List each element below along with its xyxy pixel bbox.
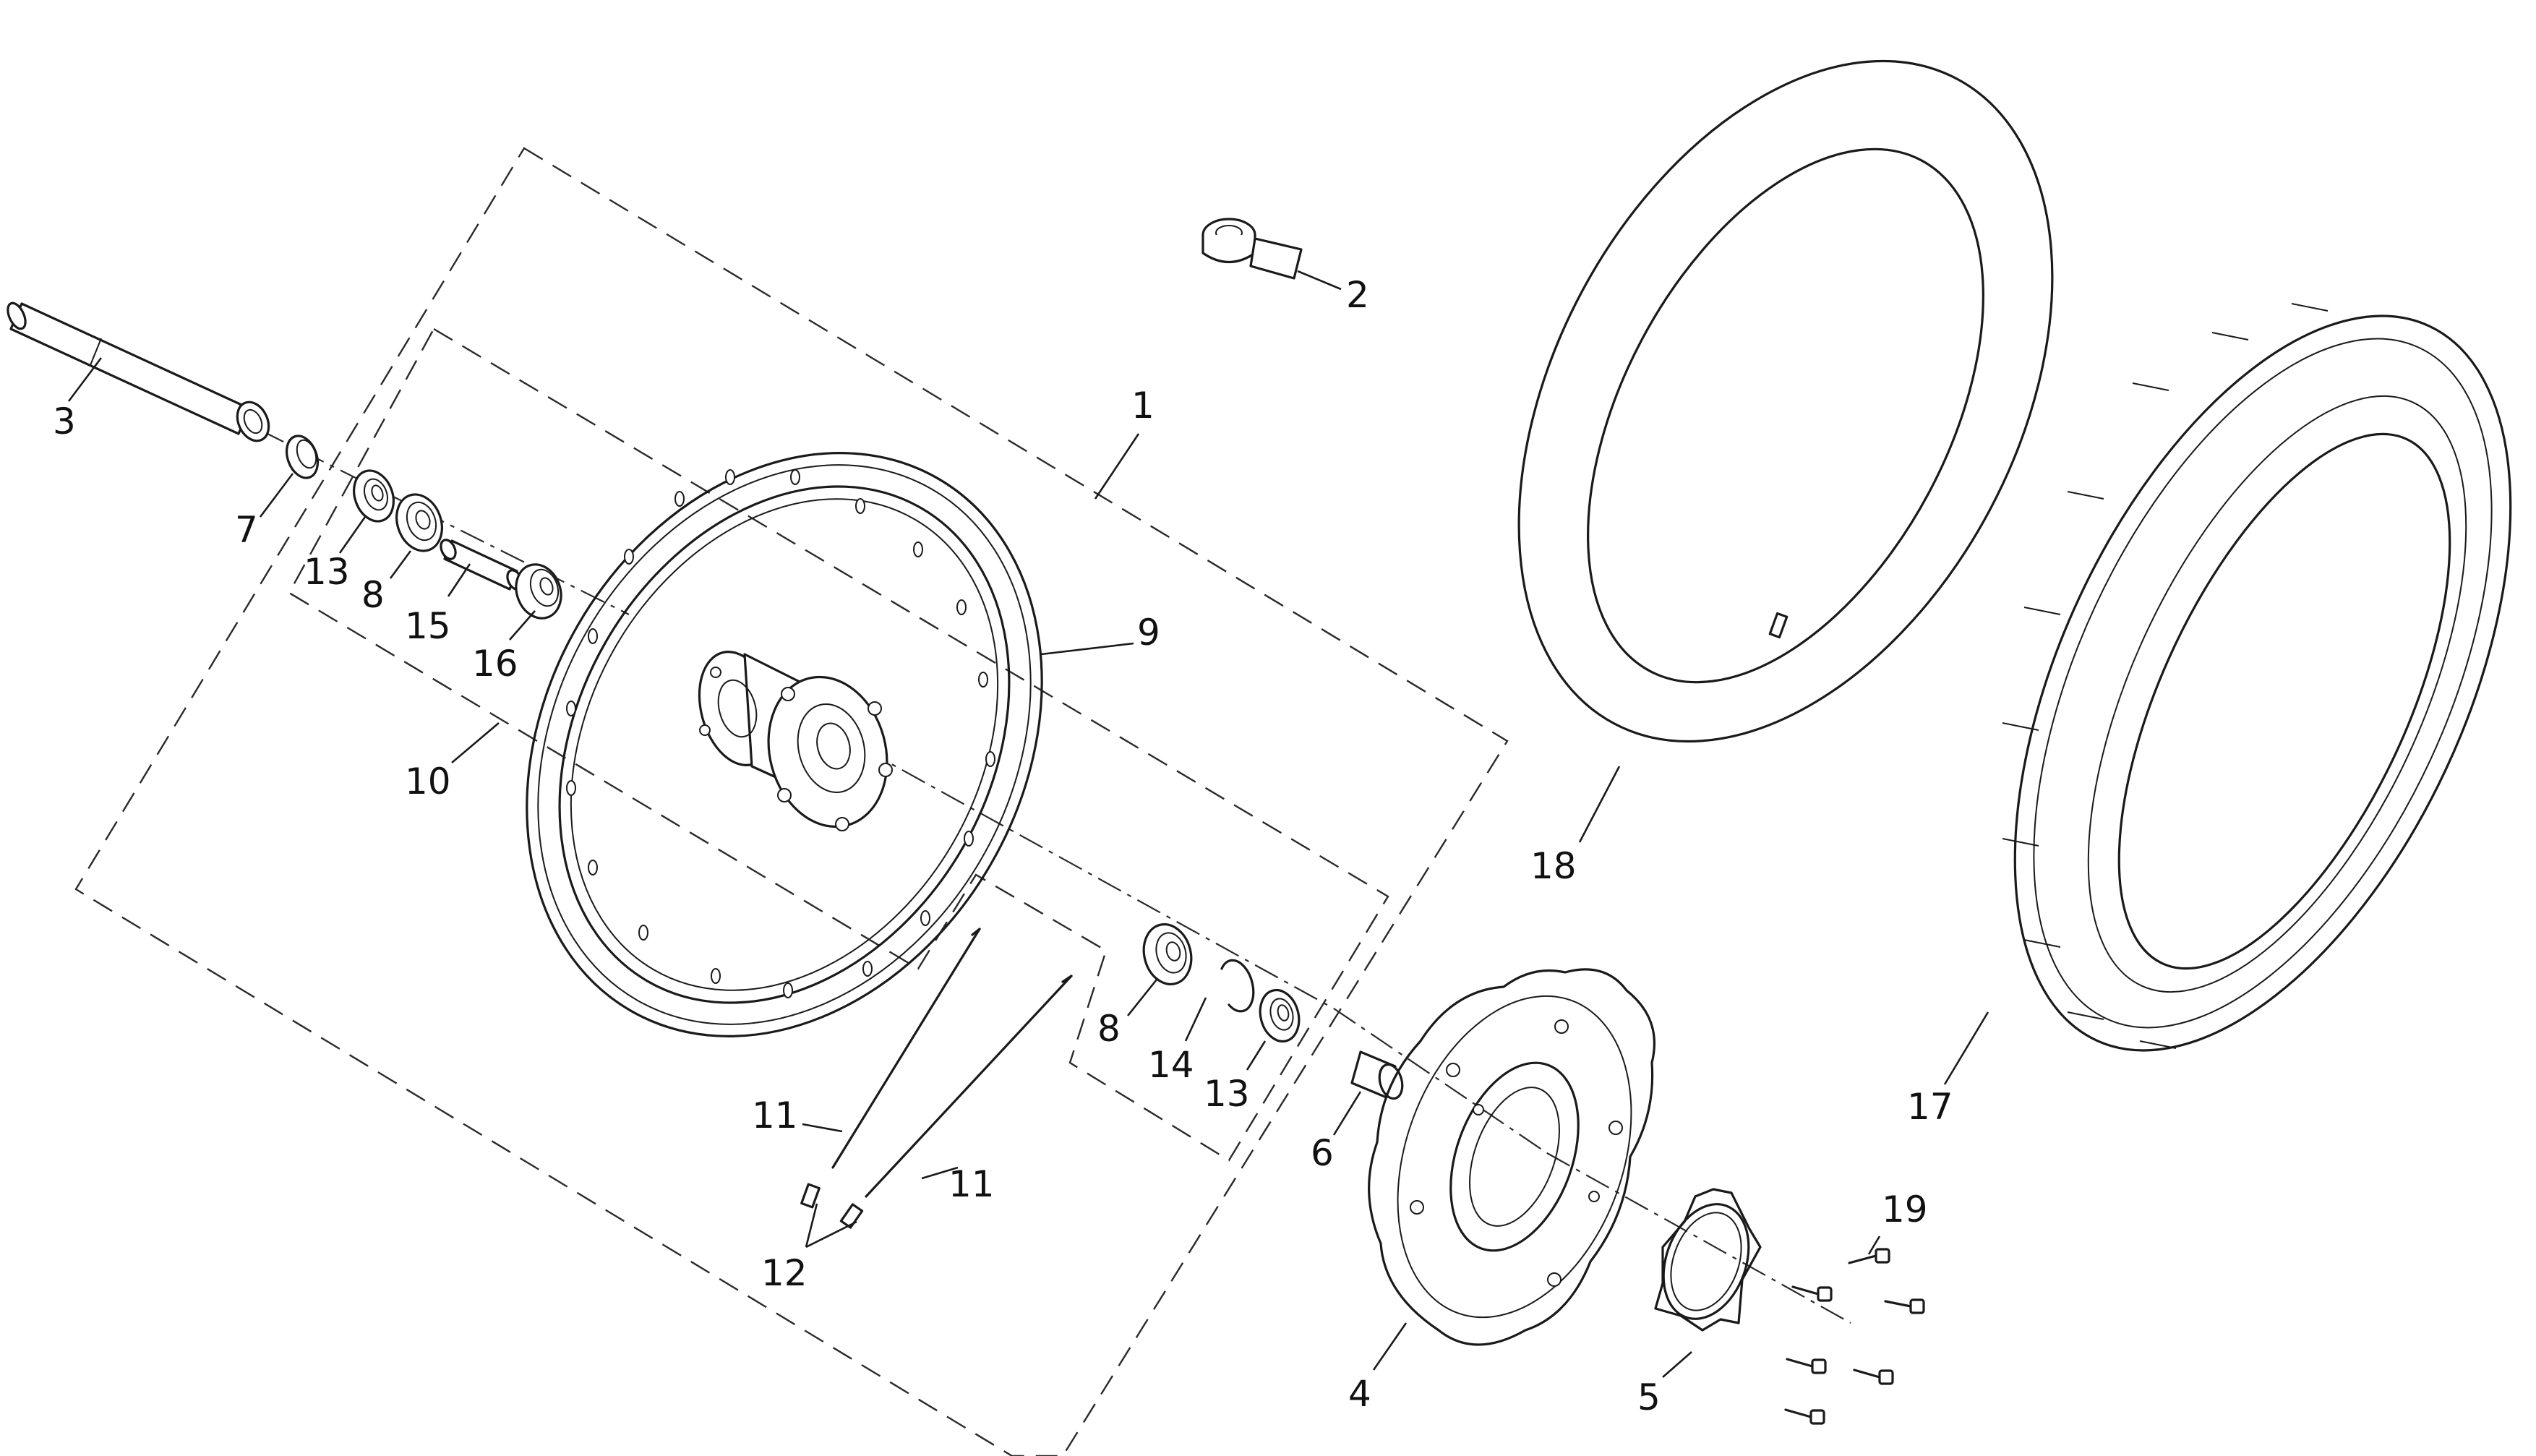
- callout-10: 10: [405, 761, 451, 802]
- callout-12: 12: [761, 1252, 808, 1294]
- callout-2: 2: [1346, 274, 1369, 316]
- callout-8-right: 8: [1097, 1008, 1121, 1050]
- callout-1: 1: [1131, 385, 1155, 427]
- bolt: [1853, 1369, 1894, 1385]
- brake-disc: [1368, 968, 1655, 1346]
- group-1-boundary: [74, 147, 1509, 1456]
- tyre-tread-blocks: [2002, 303, 2329, 1049]
- callout-16: 16: [472, 643, 518, 685]
- hub: [698, 651, 893, 831]
- spoke-nipples: [800, 1183, 864, 1229]
- spokes: [831, 928, 1073, 1198]
- abs-ring: [1654, 1188, 1762, 1332]
- bolt: [1791, 1285, 1833, 1302]
- bolt: [1848, 1248, 1890, 1264]
- bolt: [1884, 1298, 1925, 1314]
- callout-9: 9: [1137, 612, 1160, 654]
- group-10-boundary: [288, 327, 1389, 1162]
- callout-3: 3: [53, 401, 76, 442]
- rim: [526, 452, 1043, 1037]
- callout-6: 6: [1311, 1132, 1334, 1174]
- bolts: [1784, 1248, 1925, 1425]
- inner-tube: [1517, 59, 2054, 743]
- spacer-7: [285, 434, 320, 479]
- distance-tube-15: [440, 539, 523, 591]
- callout-8-left: 8: [361, 574, 385, 616]
- rim-tape: [1201, 218, 1303, 280]
- callout-17: 17: [1907, 1086, 1953, 1128]
- callout-4: 4: [1348, 1373, 1371, 1415]
- seal-13-left: [353, 469, 395, 523]
- axle: [7, 301, 270, 442]
- bolt: [1784, 1408, 1825, 1425]
- callout-18: 18: [1530, 845, 1577, 887]
- spacer-16: [515, 563, 562, 620]
- callout-7: 7: [235, 509, 258, 551]
- callout-13-right: 13: [1204, 1073, 1250, 1115]
- callout-labels: 1 2 3 4 5 6 7 8 8 9 10 11 11 12 13 13 14…: [53, 274, 1953, 1418]
- bolt: [1786, 1358, 1827, 1374]
- bearing-8-left: [395, 493, 443, 552]
- rim-spoke-holes: [566, 469, 995, 998]
- tyre: [2002, 303, 2512, 1052]
- bearing-8-right: [1142, 922, 1193, 986]
- leader-lines: [67, 270, 1989, 1378]
- callout-11-left: 11: [752, 1095, 798, 1136]
- callout-15: 15: [405, 605, 451, 647]
- circlip-14: [1220, 959, 1255, 1013]
- seal-13-right: [1259, 988, 1301, 1043]
- callout-19: 19: [1882, 1189, 1928, 1230]
- callout-14: 14: [1148, 1044, 1194, 1086]
- callout-5: 5: [1637, 1376, 1661, 1418]
- callout-13-left: 13: [304, 551, 350, 593]
- callout-11-right: 11: [948, 1163, 995, 1205]
